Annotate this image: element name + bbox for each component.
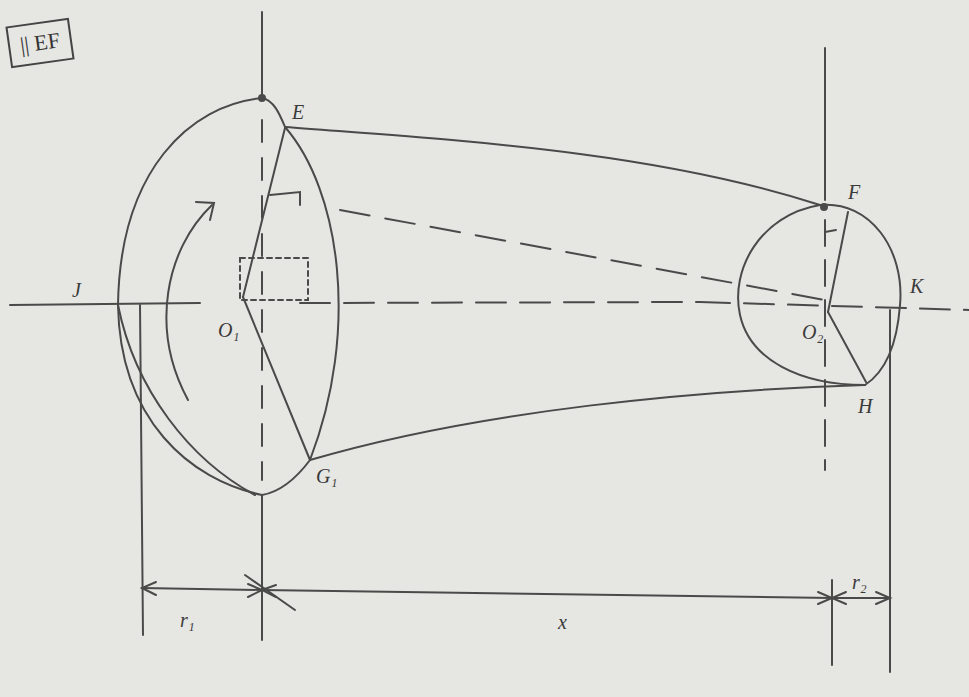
note-text: || EF xyxy=(18,27,61,57)
note-box: || EF xyxy=(5,18,74,68)
point-label: H xyxy=(858,396,872,416)
dimension-label: r₁ xyxy=(180,610,195,630)
point-label: F xyxy=(848,182,860,202)
point-label: E xyxy=(292,102,304,122)
point-label: G₁ xyxy=(316,466,337,486)
point-label: O₂ xyxy=(802,322,823,342)
point-label: K xyxy=(910,276,923,296)
point-label: O₁ xyxy=(218,320,239,340)
point-label: J xyxy=(72,280,81,300)
dimension-label: r₂ xyxy=(852,572,867,592)
dimension-label: x xyxy=(558,612,567,632)
